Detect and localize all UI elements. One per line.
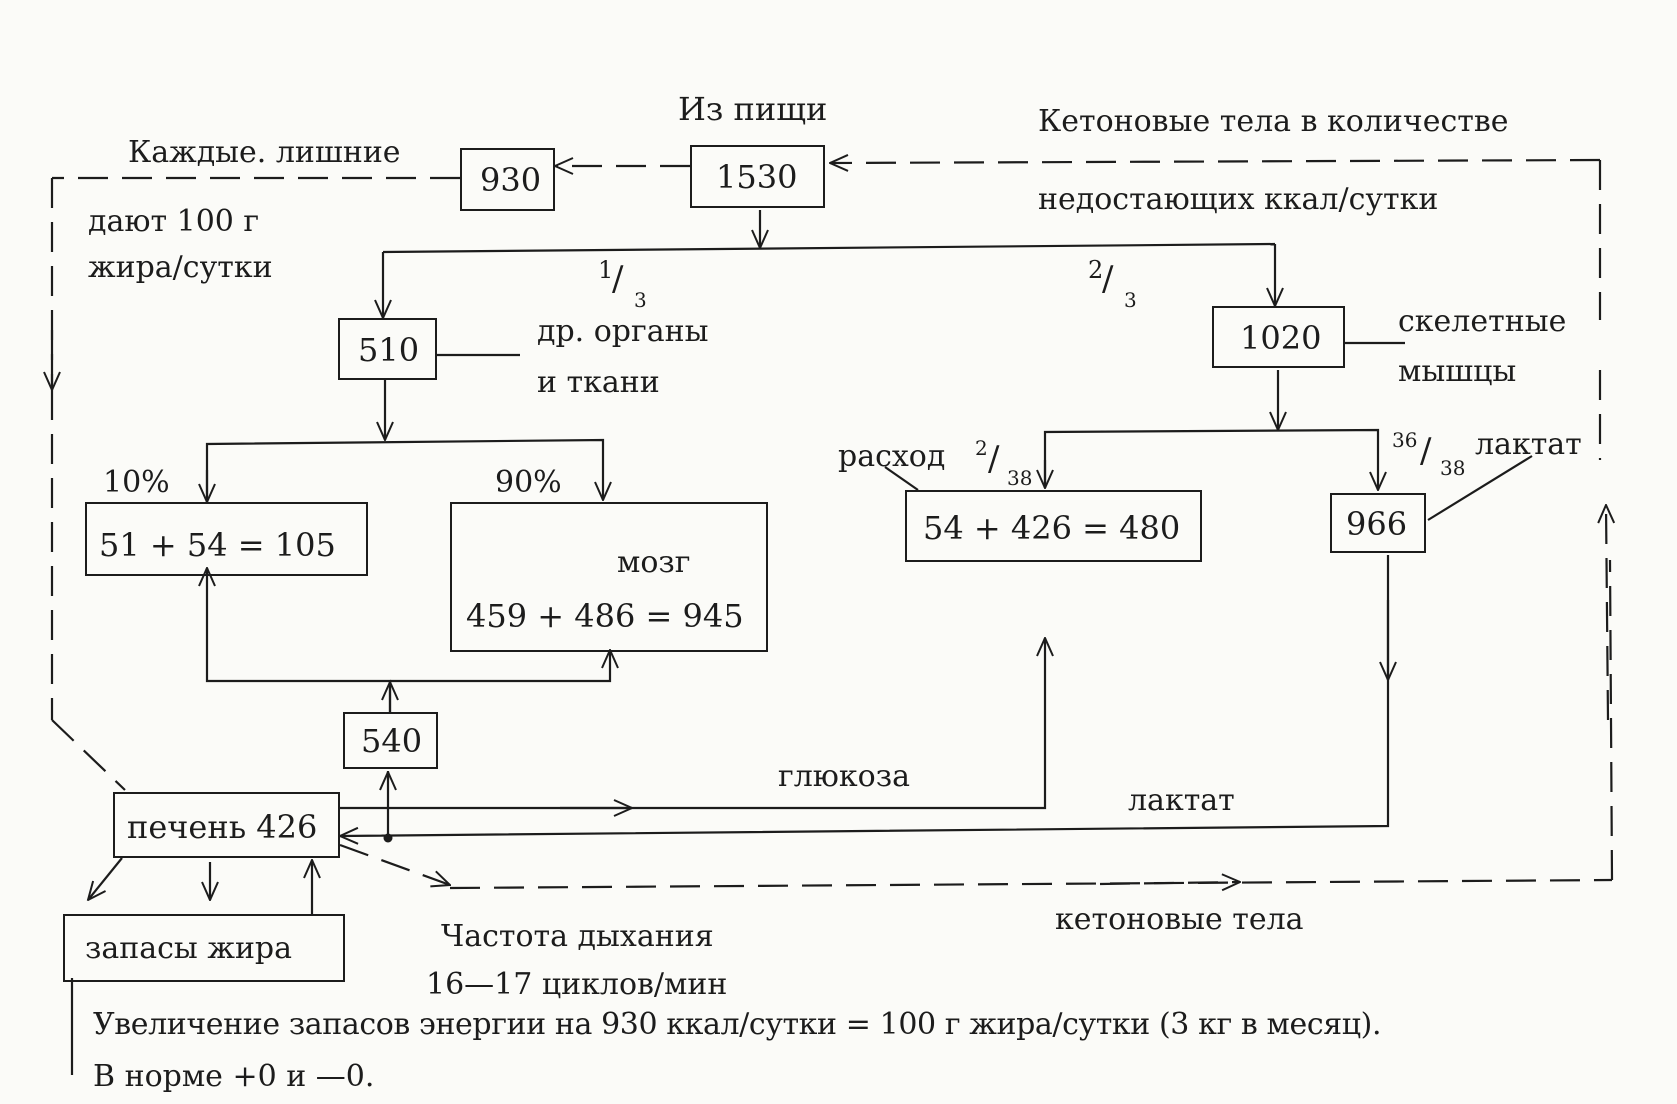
breathing-line1: Частота дыхания <box>441 919 714 954</box>
excess-label-line3: жира/сутки <box>88 250 273 285</box>
organs-value: 510 <box>358 331 420 369</box>
fat-stores-box: запасы жира <box>63 914 345 982</box>
consumption-box: 54 + 426 = 480 <box>905 490 1202 562</box>
excess-label-line1: Каждые. лишние <box>128 135 401 170</box>
glucose-label: глюкоза <box>778 759 910 794</box>
from-food-label: Из пищи <box>678 90 828 128</box>
consumption-denominator: 38 <box>1007 466 1033 490</box>
from-food-box: 1530 <box>690 145 825 208</box>
two-thirds-numerator: 2 <box>1088 256 1104 284</box>
brain-box: мозг 459 + 486 = 945 <box>450 502 768 652</box>
muscles-box: 1020 <box>1212 306 1345 368</box>
organs-label-line1: др. органы <box>537 314 709 349</box>
lactate-return-label: лактат <box>1128 783 1235 818</box>
excess-label-line2: дают 100 г <box>88 204 260 239</box>
consumption-numerator: 2 <box>975 436 988 460</box>
other-tissues-box: 51 + 54 = 105 <box>85 502 368 576</box>
solid-flow-lines <box>70 210 1533 1075</box>
ketone-bodies-label: кетоновые тела <box>1055 902 1304 937</box>
consumption-slash: / <box>988 439 1000 479</box>
glucose-box: 540 <box>343 712 438 769</box>
ninety-percent-label: 90% <box>495 465 562 500</box>
junction-dot <box>383 833 393 843</box>
ketone-label-line1: Кетоновые тела в количестве <box>1038 104 1509 139</box>
consumption-value: 54 + 426 = 480 <box>923 509 1181 547</box>
from-food-value: 1530 <box>716 158 798 196</box>
consumption-label: расход <box>838 439 946 474</box>
two-thirds-denominator: 3 <box>1124 288 1137 312</box>
muscles-label-line1: скелетные <box>1398 304 1567 339</box>
excess-value: 930 <box>480 161 542 199</box>
dashed-ketone-loop <box>52 160 1612 888</box>
glucose-value: 540 <box>361 722 423 760</box>
liver-value: печень 426 <box>127 808 318 846</box>
lactate-box: 966 <box>1330 493 1426 553</box>
one-third-denominator: 3 <box>634 288 647 312</box>
summary-line2: В норме +0 и —0. <box>93 1059 375 1094</box>
excess-box: 930 <box>460 148 555 211</box>
ketone-label-line2: недостающих ккал/сутки <box>1038 182 1439 217</box>
organs-box: 510 <box>338 318 437 380</box>
brain-label: мозг <box>617 545 691 580</box>
one-third-slash: / <box>612 259 624 299</box>
organs-label-line2: и ткани <box>537 365 660 400</box>
brain-value: 459 + 486 = 945 <box>466 597 744 635</box>
lactate-branch-label: лактат <box>1475 427 1582 462</box>
lactate-fraction-denominator: 38 <box>1440 456 1466 480</box>
lactate-value: 966 <box>1346 505 1408 543</box>
other-tissues-value: 51 + 54 = 105 <box>99 526 336 564</box>
one-third-numerator: 1 <box>598 256 614 284</box>
ten-percent-label: 10% <box>103 465 170 500</box>
lactate-fraction-slash: / <box>1420 431 1432 471</box>
lactate-fraction-numerator: 36 <box>1392 428 1418 452</box>
muscles-value: 1020 <box>1240 319 1322 357</box>
summary-line1: Увеличение запасов энергии на 930 ккал/с… <box>93 1007 1382 1042</box>
muscles-label-line2: мышцы <box>1398 354 1517 389</box>
two-thirds-slash: / <box>1102 259 1114 299</box>
liver-box: печень 426 <box>113 792 340 858</box>
fat-stores-label: запасы жира <box>85 931 293 966</box>
breathing-line2: 16—17 циклов/мин <box>426 967 728 1002</box>
